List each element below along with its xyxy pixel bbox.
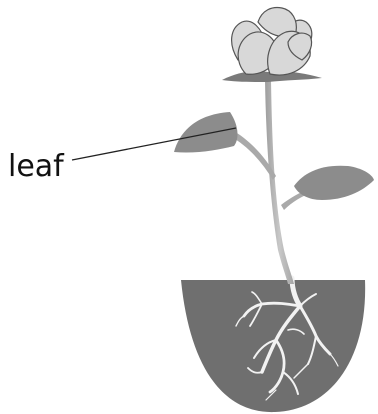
right-leaf bbox=[294, 166, 374, 200]
stem bbox=[265, 80, 294, 284]
leaf-label: leaf bbox=[8, 149, 65, 184]
left-leaf bbox=[174, 112, 237, 153]
flower bbox=[232, 8, 312, 76]
